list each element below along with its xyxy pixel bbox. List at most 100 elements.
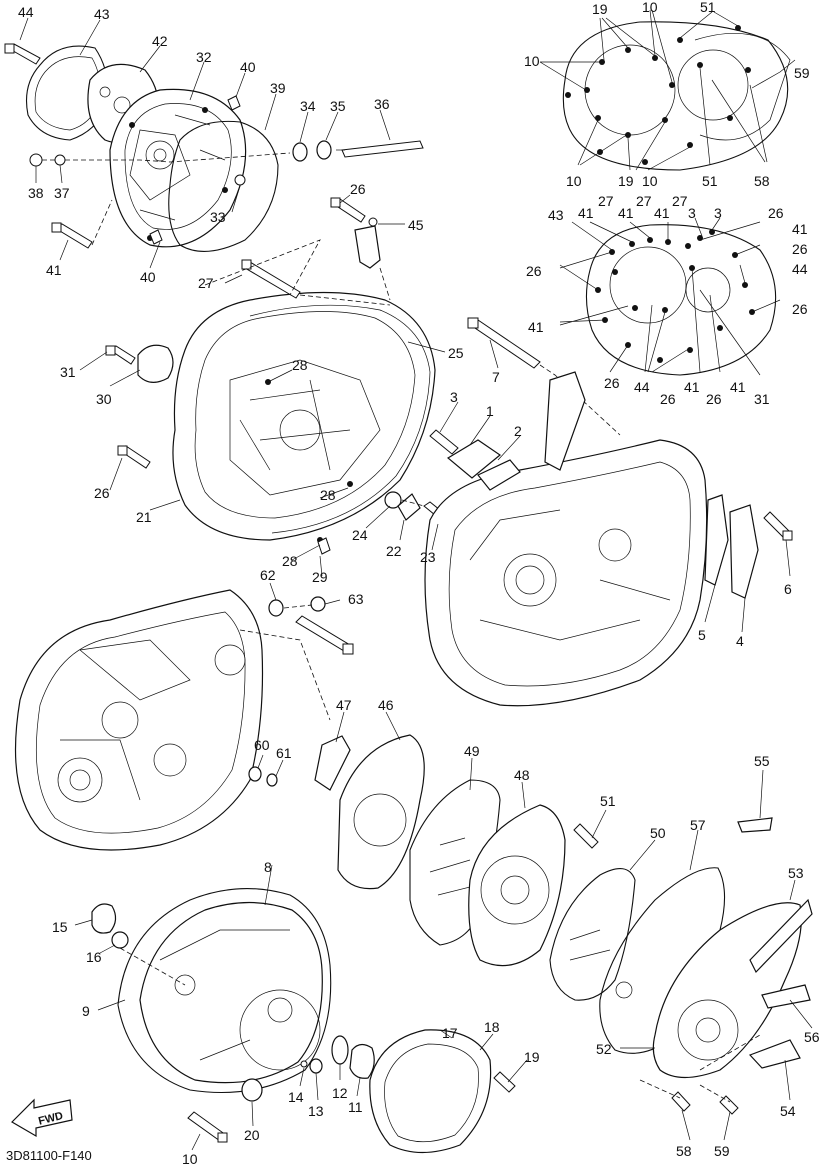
collar-62 bbox=[268, 599, 284, 617]
callout-16: 16 bbox=[86, 949, 102, 965]
callout-11: 11 bbox=[348, 1099, 363, 1115]
callout-9: 9 bbox=[82, 1003, 90, 1019]
callout-20: 20 bbox=[244, 1127, 260, 1143]
plate-5 bbox=[704, 494, 729, 586]
plate-54 bbox=[748, 1039, 801, 1069]
shaft-36 bbox=[341, 140, 424, 158]
callout-mid-26e: 26 bbox=[604, 375, 620, 391]
callout-1: 1 bbox=[486, 403, 494, 419]
diagram-code: 3D81100-F140 bbox=[6, 1148, 92, 1163]
callout-23: 23 bbox=[420, 549, 436, 565]
fwd-label: FWD bbox=[37, 1110, 64, 1128]
bolt-19 bbox=[493, 1071, 516, 1093]
callout-mid-27a: 27 bbox=[598, 193, 614, 209]
callout-35: 35 bbox=[330, 98, 346, 114]
callout-40: 40 bbox=[240, 59, 256, 75]
top-right-cover-view bbox=[539, 9, 796, 171]
callout-mid-26a: 26 bbox=[768, 205, 784, 221]
callout-top-59: 59 bbox=[794, 65, 810, 81]
plate-22 bbox=[397, 493, 421, 521]
callout-34: 34 bbox=[300, 98, 316, 114]
clutch-cover-group bbox=[4, 43, 424, 252]
cover-9-gasket bbox=[117, 888, 332, 1094]
callout-4: 4 bbox=[736, 633, 744, 649]
callout-27a: 27 bbox=[198, 275, 214, 291]
callout-mid-26b: 26 bbox=[792, 241, 808, 257]
callout-mid-3b: 3 bbox=[714, 205, 722, 221]
callout-51: 51 bbox=[600, 793, 616, 809]
seal-20 bbox=[241, 1078, 263, 1102]
callout-8: 8 bbox=[264, 859, 272, 875]
left-crankcase bbox=[14, 589, 264, 851]
callout-36: 36 bbox=[374, 96, 390, 112]
callout-top-10b: 10 bbox=[524, 53, 540, 69]
sprocket-cover-group bbox=[599, 817, 813, 1115]
callout-53: 53 bbox=[788, 865, 804, 881]
leader-lines bbox=[19, 17, 813, 1151]
callout-17: 17 bbox=[442, 1025, 458, 1041]
mid-right-cover-view bbox=[559, 217, 781, 376]
callout-58: 58 bbox=[676, 1143, 692, 1159]
callout-24: 24 bbox=[352, 527, 368, 543]
callout-28b: 28 bbox=[320, 487, 336, 503]
callout-mid-41c: 41 bbox=[654, 205, 670, 221]
callout-48: 48 bbox=[514, 767, 530, 783]
callout-18: 18 bbox=[484, 1019, 500, 1035]
callout-59: 59 bbox=[714, 1143, 730, 1159]
collar-13 bbox=[309, 1058, 323, 1074]
callout-26a: 26 bbox=[350, 181, 366, 197]
callout-mid-41b: 41 bbox=[618, 205, 634, 221]
callout-mid-26f: 26 bbox=[660, 391, 676, 407]
callout-52: 52 bbox=[596, 1041, 612, 1057]
callout-mid-41a: 41 bbox=[578, 205, 594, 221]
plug-33 bbox=[234, 174, 246, 186]
callout-40b: 40 bbox=[140, 269, 156, 285]
cover-48 bbox=[468, 804, 566, 967]
stator-covers-group bbox=[314, 734, 636, 1001]
callout-50: 50 bbox=[650, 825, 666, 841]
callout-30: 30 bbox=[96, 391, 112, 407]
callout-10: 10 bbox=[182, 1151, 198, 1165]
bracket-47 bbox=[314, 735, 351, 791]
callout-labels: 44 43 42 32 40 39 34 35 36 38 37 33 41 4… bbox=[18, 0, 820, 1165]
callout-mid-44b: 44 bbox=[634, 379, 650, 395]
callout-54: 54 bbox=[780, 1103, 796, 1119]
cover-17 bbox=[369, 1029, 492, 1154]
plate-56 bbox=[761, 984, 811, 1009]
callout-47: 47 bbox=[336, 697, 352, 713]
callout-43: 43 bbox=[94, 6, 110, 22]
callout-39: 39 bbox=[270, 80, 286, 96]
callout-12: 12 bbox=[332, 1085, 348, 1101]
gasket-25 bbox=[249, 304, 431, 534]
callout-21: 21 bbox=[136, 509, 152, 525]
callout-49: 49 bbox=[464, 743, 480, 759]
plug-15 bbox=[91, 903, 117, 934]
clutch-side-cover-group bbox=[91, 888, 516, 1154]
callout-62: 62 bbox=[260, 567, 276, 583]
callout-26b: 26 bbox=[94, 485, 110, 501]
callout-mid-41d: 41 bbox=[792, 221, 808, 237]
callout-top-10a: 10 bbox=[642, 0, 658, 15]
callout-mid-31: 31 bbox=[754, 391, 770, 407]
callout-41: 41 bbox=[46, 262, 62, 278]
callout-top-10d: 10 bbox=[642, 173, 658, 189]
callout-2: 2 bbox=[514, 423, 522, 439]
seal-34 bbox=[292, 142, 308, 162]
washer-37 bbox=[54, 154, 66, 166]
pad-55 bbox=[737, 817, 773, 833]
callout-top-10c: 10 bbox=[566, 173, 582, 189]
callout-mid-26g: 26 bbox=[706, 391, 722, 407]
callout-56: 56 bbox=[804, 1029, 820, 1045]
callout-mid-41f: 41 bbox=[684, 379, 700, 395]
callout-28c: 28 bbox=[282, 553, 298, 569]
left-crankcase-group bbox=[14, 589, 354, 851]
callout-14: 14 bbox=[288, 1089, 304, 1105]
callout-13: 13 bbox=[308, 1103, 324, 1119]
callout-mid-41e: 41 bbox=[528, 319, 544, 335]
bracket-45 bbox=[354, 225, 381, 269]
callout-19: 19 bbox=[524, 1049, 540, 1065]
washer-38 bbox=[29, 153, 43, 167]
callout-57: 57 bbox=[690, 817, 706, 833]
callout-44: 44 bbox=[18, 4, 34, 20]
